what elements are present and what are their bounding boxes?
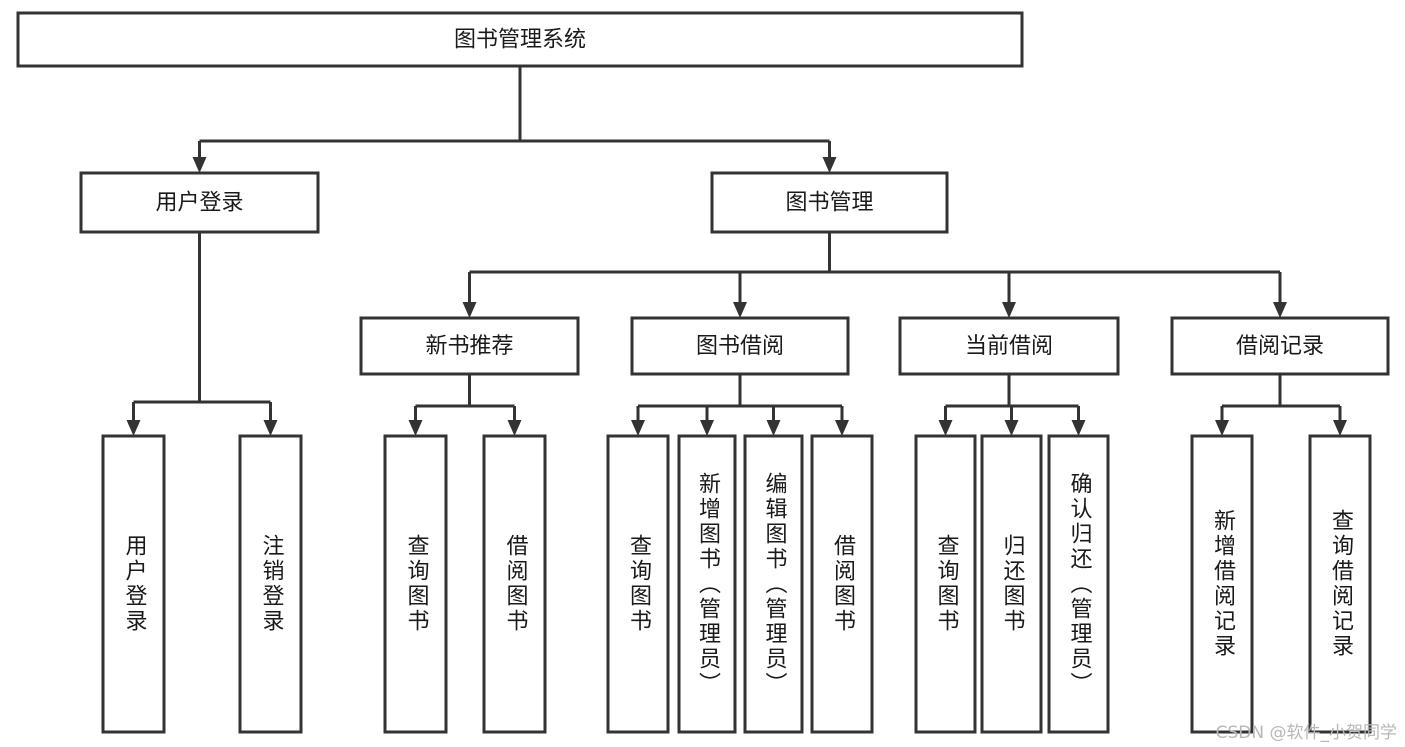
- edge-book-management-arrow-0: [462, 302, 477, 318]
- node-leaf-edit-book-admin-rect[interactable]: [743, 434, 804, 734]
- node-leaf-logout-rect[interactable]: [238, 434, 303, 734]
- node-leaf-borrow-book-1-rect[interactable]: [482, 434, 547, 734]
- node-leaf-borrow-book-2-rect[interactable]: [810, 434, 874, 734]
- node-current-borrow-label: 当前借阅: [965, 334, 1053, 359]
- node-leaf-edit-book-admin[interactable]: [743, 434, 804, 734]
- node-new-book-recommend[interactable]: 新书推荐: [359, 316, 580, 376]
- connectors-layer: [126, 66, 1347, 436]
- node-new-book-recommend-label: 新书推荐: [425, 334, 513, 359]
- node-leaf-add-borrow-record[interactable]: [1190, 434, 1254, 734]
- edge-new-book-recommend-arrow-0: [408, 420, 423, 436]
- node-leaf-confirm-return-admin-rect[interactable]: [1047, 434, 1110, 734]
- node-leaf-query-book-3[interactable]: [914, 434, 977, 734]
- node-book-borrow-rect[interactable]: [630, 316, 850, 376]
- node-leaf-query-book-1-rect[interactable]: [383, 434, 448, 734]
- edge-user-login-arrow-0: [126, 420, 141, 436]
- watermark-text: CSDN @软件_小贺同学: [1215, 723, 1397, 743]
- node-leaf-add-borrow-record-rect[interactable]: [1190, 434, 1254, 734]
- edge-new-book-recommend-arrow-1: [507, 420, 522, 436]
- node-leaf-query-borrow-record-rect[interactable]: [1308, 434, 1372, 734]
- node-book-borrow[interactable]: 图书借阅: [630, 316, 850, 376]
- edge-root-arrow-1: [822, 157, 837, 173]
- node-leaf-add-book-admin-rect[interactable]: [677, 434, 737, 734]
- node-leaf-query-borrow-record[interactable]: [1308, 434, 1372, 734]
- node-leaf-query-book-3-rect[interactable]: [914, 434, 977, 734]
- edge-book-management-arrow-2: [1002, 302, 1016, 318]
- node-current-borrow-rect[interactable]: [898, 316, 1120, 376]
- edge-borrow-record-arrow-0: [1215, 420, 1229, 436]
- node-leaf-return-book-rect[interactable]: [980, 434, 1043, 734]
- node-leaf-borrow-book-1[interactable]: [482, 434, 547, 734]
- node-borrow-record-label: 借阅记录: [1236, 334, 1324, 359]
- edge-user-login-arrow-1: [263, 420, 278, 436]
- node-book-management-label: 图书管理: [785, 191, 873, 216]
- node-leaf-query-book-2[interactable]: [606, 434, 670, 734]
- node-borrow-record-rect[interactable]: [1170, 316, 1390, 376]
- edge-current-borrow-arrow-1: [1004, 420, 1019, 436]
- edge-book-borrow-arrow-0: [631, 420, 645, 436]
- edge-book-management-arrow-3: [1273, 302, 1287, 318]
- node-leaf-user-login[interactable]: [101, 434, 166, 734]
- edge-borrow-record-arrow-1: [1333, 420, 1347, 436]
- node-root-label: 图书管理系统: [454, 28, 586, 53]
- node-leaf-return-book[interactable]: [980, 434, 1043, 734]
- node-user-login[interactable]: 用户登录: [79, 171, 320, 234]
- edge-current-borrow-arrow-2: [1071, 420, 1086, 436]
- edge-book-borrow-arrow-1: [700, 420, 714, 436]
- node-book-management[interactable]: 图书管理: [710, 171, 949, 234]
- node-user-login-rect[interactable]: [79, 171, 320, 234]
- edge-root-arrow-0: [192, 157, 207, 173]
- node-leaf-query-book-2-rect[interactable]: [606, 434, 670, 734]
- node-book-borrow-label: 图书借阅: [696, 334, 784, 359]
- node-new-book-recommend-rect[interactable]: [359, 316, 580, 376]
- edge-book-management-arrow-1: [733, 302, 747, 318]
- node-borrow-record[interactable]: 借阅记录: [1170, 316, 1390, 376]
- node-root-rect[interactable]: [16, 11, 1024, 68]
- edge-book-borrow-arrow-3: [835, 420, 849, 436]
- edge-current-borrow-arrow-0: [938, 420, 953, 436]
- node-leaf-borrow-book-2[interactable]: [810, 434, 874, 734]
- node-leaf-confirm-return-admin[interactable]: [1047, 434, 1110, 734]
- node-current-borrow[interactable]: 当前借阅: [898, 316, 1120, 376]
- edge-book-borrow-arrow-2: [766, 420, 781, 436]
- node-leaf-user-login-rect[interactable]: [101, 434, 166, 734]
- node-user-login-label: 用户登录: [155, 191, 243, 216]
- node-root[interactable]: 图书管理系统: [16, 11, 1024, 68]
- node-leaf-add-book-admin[interactable]: [677, 434, 737, 734]
- node-leaf-query-book-1[interactable]: [383, 434, 448, 734]
- node-leaf-logout[interactable]: [238, 434, 303, 734]
- node-book-management-rect[interactable]: [710, 171, 949, 234]
